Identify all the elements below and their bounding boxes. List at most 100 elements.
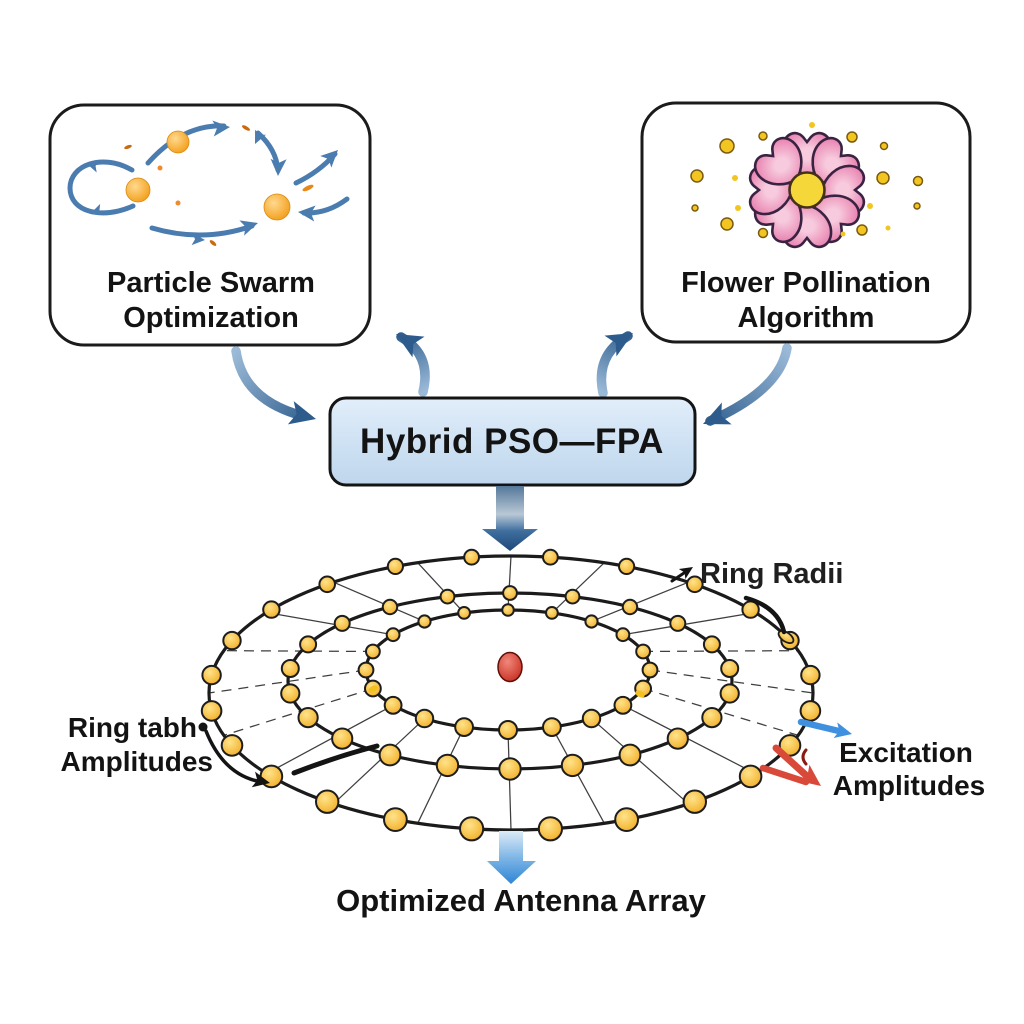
fpa-title-line1: Flower Pollination [681, 267, 931, 299]
antenna-element-dot [315, 789, 340, 814]
antenna-element-dot [720, 659, 740, 678]
spoke-line [591, 581, 689, 623]
antenna-element-dot [463, 548, 481, 566]
swarm-particles [125, 130, 291, 221]
antenna-element-dot [701, 707, 723, 729]
antenna-element-dot [719, 683, 740, 704]
antenna-element-dot [618, 743, 642, 767]
antenna-element-dot [702, 635, 721, 654]
antenna-element-dot [501, 603, 515, 617]
excitation-red-arrow-1 [772, 744, 813, 782]
spoke-line [551, 562, 605, 614]
excitation-red-arrow-2 [759, 764, 810, 786]
antenna-element-dot [439, 588, 456, 605]
spoke-line [622, 704, 756, 775]
pso-title-line1: Particle Swarm [107, 267, 315, 299]
pollen-dot [846, 131, 858, 143]
antenna-element-dot [299, 635, 318, 654]
output-label: Optimized Antenna Array [336, 883, 707, 918]
swarm-specks [124, 125, 314, 246]
spoke-line [223, 650, 373, 653]
antenna-element-dot [498, 720, 518, 740]
pollen-dot [758, 131, 768, 141]
pollen-dot [913, 202, 921, 210]
center-feed-element [497, 651, 523, 683]
pollen-dot [867, 203, 873, 209]
antenna-element-dot [799, 700, 822, 722]
spoke-line [333, 718, 425, 805]
antenna-element-dot [542, 717, 562, 737]
ring-amplitudes-line1: Ring tabh [68, 712, 197, 743]
antenna-element-dot [615, 627, 631, 643]
excitation-annotation [759, 718, 854, 794]
antenna-element-dot [454, 717, 475, 737]
spoke-line [333, 581, 425, 623]
antenna-element-dot [378, 743, 402, 767]
ring-radii-annotation [670, 561, 787, 635]
antenna-element-dot [201, 664, 222, 686]
spoke-line [223, 687, 374, 736]
antenna-element-dot [383, 807, 408, 832]
ring-radii-label: Ring Radii [700, 558, 843, 590]
pollen-dot [840, 231, 846, 237]
spoke-line [266, 704, 394, 775]
antenna-element-dot [635, 643, 651, 660]
antenna-element-dot [385, 627, 401, 643]
excitation-line2: Amplitudes [833, 770, 985, 801]
pollen-dot [690, 169, 704, 183]
flow-arrows [231, 322, 792, 435]
spoke-line [507, 555, 512, 611]
fpa-box: Flower Pollination Algorithm [640, 101, 972, 344]
pollen-dot [809, 122, 815, 128]
excitation-blue-arrow [797, 718, 847, 736]
antenna-element-dot [262, 600, 281, 619]
fpa-to-hybrid-arrow [705, 343, 792, 426]
antenna-element-dot [459, 816, 485, 842]
spoke-line [417, 562, 465, 614]
antenna-element-dot [618, 557, 636, 576]
spoke-line [649, 669, 814, 694]
antenna-element-dot [220, 734, 244, 757]
spoke-line [622, 611, 756, 636]
antenna-element-dot [417, 614, 432, 629]
antenna-element-dot [297, 707, 319, 729]
pollen-dot [757, 227, 769, 239]
pollen-dot [876, 171, 890, 185]
antenna-element-dot [581, 708, 602, 729]
antenna-element-dot [613, 695, 633, 715]
antenna-element-dot [560, 753, 585, 778]
antenna-element-dot [502, 585, 518, 601]
antenna-element-dot [383, 695, 403, 715]
hybrid-box-frame [328, 396, 697, 487]
antenna-element-dot [641, 661, 659, 679]
pollen-dot [879, 141, 889, 151]
pollen-dot [691, 204, 699, 212]
pollen-dot [735, 205, 741, 211]
pollen-dots [690, 122, 924, 239]
hybrid-title: Hybrid PSO—FPA [360, 422, 664, 461]
antenna-element-dot [222, 630, 242, 651]
antenna-element-dot [666, 727, 689, 750]
antenna-element-dot [614, 807, 639, 832]
antenna-element-dot [357, 661, 375, 679]
ring-amplitudes-line2: Amplitudes [61, 746, 213, 777]
antenna-element-dot [778, 734, 802, 757]
array-artifacts [368, 629, 795, 698]
antenna-element-dot [537, 816, 564, 842]
array-to-output-arrow [487, 831, 536, 884]
antenna-element-dot [738, 764, 763, 789]
spoke-line [208, 669, 367, 694]
flower-center [788, 171, 826, 209]
amplitude-pointer-arrow [204, 729, 264, 784]
antenna-element-dot [381, 598, 399, 616]
red-tick-mark [801, 748, 808, 766]
antenna-element-dot [414, 708, 435, 729]
antenna-element-dot [318, 575, 337, 594]
antenna-element-dot [621, 598, 639, 616]
pollen-dot [732, 175, 738, 181]
pollen-dot [885, 225, 891, 231]
pso-title-line2: Optimization [123, 302, 299, 334]
pso-swarm-icon [67, 119, 350, 246]
antenna-element-dot [200, 700, 223, 722]
